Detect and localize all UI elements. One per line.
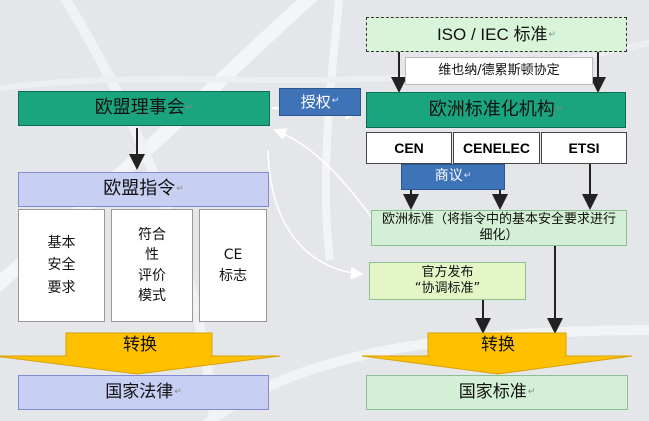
transform-arrow-right xyxy=(361,332,633,375)
transform-right-label: 转换 xyxy=(481,335,515,356)
ce-mark-box: CE 标志 xyxy=(199,209,267,322)
basic-safety-line-1: 基本 xyxy=(47,234,76,251)
arrow-directive-to-publication xyxy=(267,149,364,280)
eu-council-label: 欧盟理事会 xyxy=(94,97,185,119)
vienna-dresden-agreement-label: 维也纳/德累斯顿协定 xyxy=(438,62,560,78)
eu-directive-label: 欧盟指令 xyxy=(103,178,176,200)
official-publication-line-2: “协调标准” xyxy=(414,281,481,296)
eu-standard-description-label: 欧洲标准（将指令中的基本安全要求进行细化） xyxy=(381,211,616,243)
basic-safety-requirements-box: 基本 安全 要求 xyxy=(18,209,105,322)
authorization-label: 授权 xyxy=(300,92,331,111)
authorization-tag: 授权↵ xyxy=(279,88,361,116)
vienna-dresden-agreement-box: 维也纳/德累斯顿协定 xyxy=(405,57,593,85)
national-law-box: 国家法律↵ xyxy=(18,375,269,410)
official-publication-box: 官方发布 “协调标准” xyxy=(369,262,526,300)
iso-iec-standard-box: ISO / IEC 标准↵ xyxy=(366,17,627,52)
official-publication-line-1: 官方发布 xyxy=(421,264,474,280)
eu-standard-bodies-box: 欧洲标准化机构↵ xyxy=(366,92,626,128)
eu-standard-bodies-label: 欧洲标准化机构 xyxy=(428,98,555,120)
ce-line-1: CE xyxy=(223,246,243,263)
transform-arrow-left xyxy=(0,332,281,375)
eu-directive-box: 欧盟指令↵ xyxy=(18,172,269,207)
eu-council-box: 欧盟理事会↵ xyxy=(18,91,270,126)
negotiation-label: 商议 xyxy=(434,168,463,185)
arrow-feedback-to-council xyxy=(273,128,373,219)
national-law-label: 国家法律 xyxy=(105,381,174,402)
conformity-line-1: 符合 xyxy=(138,226,166,243)
national-standard-label: 国家标准 xyxy=(458,381,527,402)
cenelec-box: CENELEC xyxy=(453,132,540,164)
conformity-line-2: 性 xyxy=(145,247,159,264)
conformity-assessment-box: 符合 性 评价 模式 xyxy=(111,209,193,322)
negotiation-tag: 商议↵ xyxy=(401,164,505,190)
basic-safety-line-2: 安全 xyxy=(47,257,76,274)
etsi-box: ETSI xyxy=(541,132,627,164)
cenelec-label: CENELEC xyxy=(463,140,530,156)
basic-safety-line-3: 要求 xyxy=(47,279,76,296)
cen-label: CEN xyxy=(394,140,424,156)
cen-box: CEN xyxy=(366,132,452,164)
conformity-line-3: 评价 xyxy=(138,267,166,284)
conformity-line-4: 模式 xyxy=(138,287,166,304)
ce-line-2: 标志 xyxy=(219,267,247,284)
national-standard-box: 国家标准↵ xyxy=(366,375,628,410)
transform-left-label: 转换 xyxy=(123,335,157,356)
iso-iec-standard-label: ISO / IEC 标准 xyxy=(436,24,548,44)
eu-standard-description-box: 欧洲标准（将指令中的基本安全要求进行细化） xyxy=(371,210,627,246)
etsi-label: ETSI xyxy=(568,140,600,156)
